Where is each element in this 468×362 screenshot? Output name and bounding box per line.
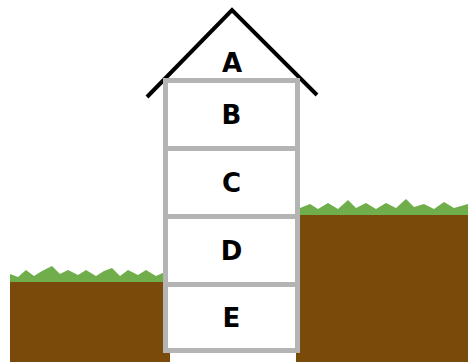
floor-box: D bbox=[163, 214, 300, 287]
floor-label: E bbox=[223, 305, 241, 331]
floor-box: B bbox=[163, 78, 300, 151]
left-ground bbox=[10, 280, 170, 362]
floor-box: E bbox=[163, 282, 300, 353]
left-grass bbox=[10, 266, 165, 282]
floor-label: D bbox=[221, 238, 243, 264]
floor-label: C bbox=[222, 170, 241, 196]
floor-label: B bbox=[222, 102, 242, 128]
floor-label: A bbox=[222, 50, 242, 76]
right-grass bbox=[300, 199, 468, 215]
floor-box: C bbox=[163, 146, 300, 219]
right-ground bbox=[296, 212, 468, 362]
